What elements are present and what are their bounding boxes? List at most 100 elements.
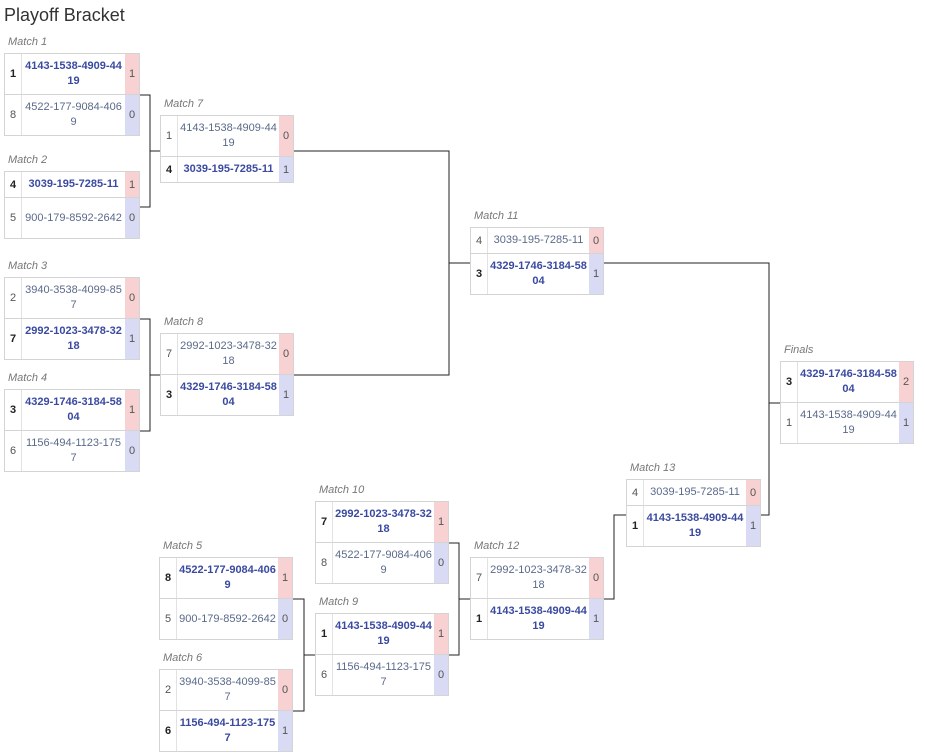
team-name[interactable]: 3039-195-7285-11 (650, 486, 740, 498)
team-row[interactable]: 7 2992-1023-3478-3218 1 (316, 502, 448, 543)
team-name[interactable]: 4143-1538-4909-4419 (646, 512, 744, 539)
team-name[interactable]: 4329-1746-3184-5804 (180, 381, 277, 408)
team-name[interactable]: 4522-177-9084-4069 (179, 564, 276, 591)
team-row[interactable]: 7 2992-1023-3478-3218 0 (471, 558, 603, 599)
match-label: Match 13 (630, 462, 676, 474)
team-row[interactable]: 2 3940-3538-4099-857 0 (5, 278, 139, 319)
seed: 6 (160, 711, 177, 751)
match-box: 7 2992-1023-3478-3218 0 3 4329-1746-3184… (160, 333, 294, 416)
team-row[interactable]: 1 4143-1538-4909-4419 0 (161, 116, 293, 157)
match-5: Match 5 8 4522-177-9084-4069 1 5 900-179… (159, 540, 293, 640)
team-name[interactable]: 1156-494-1123-1757 (335, 661, 431, 688)
match-label: Match 11 (474, 210, 519, 222)
team-row[interactable]: 1 4143-1538-4909-4419 1 (316, 614, 448, 655)
connector-m11-m13-to-finals (604, 262, 780, 516)
connector-m7-m8-to-m11 (294, 150, 470, 376)
score: 1 (125, 319, 139, 359)
match-box: 3 4329-1746-3184-5804 2 1 4143-1538-4909… (780, 361, 914, 444)
team-row[interactable]: 3 4329-1746-3184-5804 2 (781, 362, 913, 403)
team-row[interactable]: 4 3039-195-7285-11 1 (5, 172, 139, 198)
team-name[interactable]: 3039-195-7285-11 (183, 163, 274, 175)
match-label: Match 7 (164, 98, 204, 110)
score: 2 (899, 362, 913, 402)
team-name[interactable]: 3940-3538-4099-857 (179, 676, 276, 703)
team-row[interactable]: 8 4522-177-9084-4069 0 (316, 543, 448, 583)
team-name[interactable]: 4329-1746-3184-5804 (800, 368, 897, 395)
team-name[interactable]: 3039-195-7285-11 (493, 234, 584, 246)
score: 1 (279, 157, 293, 182)
team-row[interactable]: 3 4329-1746-3184-5804 1 (5, 390, 139, 431)
score: 1 (125, 54, 139, 94)
team-name[interactable]: 2992-1023-3478-3218 (25, 325, 122, 352)
team-name[interactable]: 4143-1538-4909-4419 (180, 122, 277, 149)
team-name[interactable]: 4329-1746-3184-5804 (490, 260, 587, 287)
team-row[interactable]: 1 4143-1538-4909-4419 1 (5, 54, 139, 95)
seed: 3 (471, 254, 488, 294)
team-name[interactable]: 2992-1023-3478-3218 (180, 340, 277, 367)
seed: 7 (471, 558, 488, 598)
team-name[interactable]: 4329-1746-3184-5804 (25, 396, 122, 423)
seed: 1 (161, 116, 178, 156)
score: 0 (278, 599, 292, 639)
match-label: Match 4 (8, 372, 48, 384)
team-row[interactable]: 3 4329-1746-3184-5804 1 (471, 254, 603, 294)
connector-m5-m6-to-m9 (293, 598, 315, 712)
match-label: Match 9 (319, 596, 359, 608)
seed: 2 (5, 278, 22, 318)
team-name[interactable]: 4522-177-9084-4069 (25, 101, 122, 128)
team-name[interactable]: 2992-1023-3478-3218 (335, 508, 432, 535)
team-name[interactable]: 2992-1023-3478-3218 (490, 564, 587, 591)
seed: 4 (471, 228, 488, 253)
seed: 1 (471, 599, 488, 639)
match-1: Match 1 1 4143-1538-4909-4419 1 8 4522-1… (4, 36, 140, 136)
team-name[interactable]: 3039-195-7285-11 (28, 178, 119, 190)
score: 0 (434, 655, 448, 695)
score: 1 (746, 506, 760, 546)
score: 1 (125, 172, 139, 197)
team-name[interactable]: 4143-1538-4909-4419 (490, 605, 587, 632)
team-name[interactable]: 1156-494-1123-1757 (179, 717, 276, 744)
team-row[interactable]: 2 3940-3538-4099-857 0 (160, 670, 292, 711)
team-row[interactable]: 1 4143-1538-4909-4419 1 (627, 506, 760, 546)
match-box: 1 4143-1538-4909-4419 0 4 3039-195-7285-… (160, 115, 294, 183)
match-box: 2 3940-3538-4099-857 0 6 1156-494-1123-1… (159, 669, 293, 752)
score: 0 (125, 278, 139, 318)
team-row[interactable]: 4 3039-195-7285-11 1 (161, 157, 293, 182)
score: 1 (434, 614, 448, 654)
team-name[interactable]: 900-179-8592-2642 (179, 612, 276, 625)
match-label: Match 10 (319, 484, 365, 496)
team-name[interactable]: 900-179-8592-2642 (25, 211, 122, 224)
team-row[interactable]: 1 4143-1538-4909-4419 1 (471, 599, 603, 639)
team-name[interactable]: 4522-177-9084-4069 (335, 549, 432, 576)
team-row[interactable]: 6 1156-494-1123-1757 1 (160, 711, 292, 751)
team-row[interactable]: 4 3039-195-7285-11 0 (627, 480, 760, 506)
match-label: Match 6 (163, 652, 203, 664)
team-row[interactable]: 8 4522-177-9084-4069 1 (160, 558, 292, 599)
match-3: Match 3 2 3940-3538-4099-857 0 7 2992-10… (4, 260, 140, 360)
match-11: Match 11 4 3039-195-7285-11 0 3 4329-174… (470, 210, 604, 295)
match-label: Finals (784, 344, 814, 356)
team-name[interactable]: 3940-3538-4099-857 (25, 284, 122, 311)
team-row[interactable]: 6 1156-494-1123-1757 0 (316, 655, 448, 695)
match-box: 4 3039-195-7285-11 0 1 4143-1538-4909-44… (626, 479, 761, 547)
team-name[interactable]: 4143-1538-4909-4419 (25, 60, 122, 87)
team-row[interactable]: 5 900-179-8592-2642 0 (5, 198, 139, 238)
team-row[interactable]: 7 2992-1023-3478-3218 1 (5, 319, 139, 359)
team-name[interactable]: 4143-1538-4909-4419 (800, 409, 897, 436)
seed: 1 (316, 614, 333, 654)
team-name[interactable]: 1156-494-1123-1757 (25, 437, 121, 464)
team-row[interactable]: 4 3039-195-7285-11 0 (471, 228, 603, 254)
match-box: 2 3940-3538-4099-857 0 7 2992-1023-3478-… (4, 277, 140, 360)
match-4: Match 4 3 4329-1746-3184-5804 1 6 1156-4… (4, 372, 140, 472)
team-name[interactable]: 4143-1538-4909-4419 (335, 620, 432, 647)
seed: 1 (627, 506, 644, 546)
score: 1 (125, 390, 139, 430)
team-row[interactable]: 3 4329-1746-3184-5804 1 (161, 375, 293, 415)
score: 0 (278, 670, 292, 710)
team-row[interactable]: 6 1156-494-1123-1757 0 (5, 431, 139, 471)
match-6: Match 6 2 3940-3538-4099-857 0 6 1156-49… (159, 652, 293, 752)
team-row[interactable]: 5 900-179-8592-2642 0 (160, 599, 292, 639)
team-row[interactable]: 1 4143-1538-4909-4419 1 (781, 403, 913, 443)
team-row[interactable]: 7 2992-1023-3478-3218 0 (161, 334, 293, 375)
team-row[interactable]: 8 4522-177-9084-4069 0 (5, 95, 139, 135)
